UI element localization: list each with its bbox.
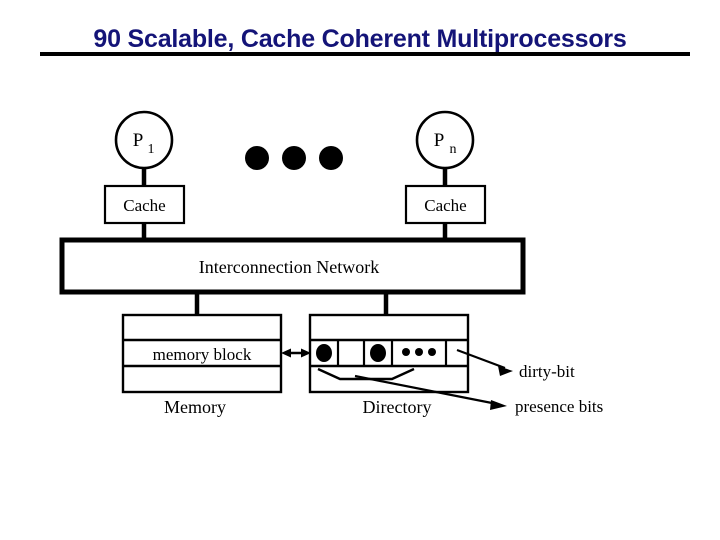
memory-box [121, 313, 283, 394]
network-label: Interconnection Network [199, 257, 379, 277]
ellipsis-dot [282, 146, 306, 170]
annotation-dirty-bit: dirty-bit [456, 348, 575, 381]
memory-directory-link-arrow [281, 348, 311, 358]
network-box [59, 237, 526, 295]
memory-node: memory block Memory [121, 313, 283, 417]
presence-bit-dot-filled [316, 344, 332, 362]
dirty-bit-arrow-head [498, 366, 513, 376]
title-block: 90 Scalable, Cache Coherent Multiprocess… [0, 24, 720, 54]
directory-bit-cells [316, 340, 448, 366]
annotation-presence-bits: presence bits [354, 374, 603, 416]
cache-node-pn: Cache [404, 184, 487, 242]
link-arrow-head-left [281, 348, 291, 358]
directory-box [308, 313, 470, 394]
directory-ellipsis-dot [428, 348, 436, 356]
interconnection-network-bar: Interconnection Network [59, 237, 526, 295]
title-underline-rule [40, 52, 690, 56]
processor-circle-p1 [114, 110, 174, 170]
presence-bits-leader-line [354, 374, 498, 406]
processor-subscript-pn: n [450, 142, 457, 157]
ellipsis-dot [245, 146, 269, 170]
processor-subscript-p1: 1 [148, 142, 155, 157]
cache-box-pn [404, 184, 487, 225]
directory-caption: Directory [363, 397, 432, 417]
dirty-bit-label: dirty-bit [519, 362, 575, 381]
processor-label-pn: P [434, 130, 445, 151]
directory-ellipsis-dot [402, 348, 410, 356]
directory-node: Directory [308, 313, 470, 417]
dirty-bit-leader-line [456, 348, 506, 370]
processor-label-p1: P [133, 130, 144, 151]
cache-label-p1: Cache [123, 196, 165, 215]
memory-caption: Memory [164, 397, 226, 417]
presence-bits-arrow-head [490, 400, 507, 410]
link-arrow-head-right [301, 348, 311, 358]
processor-ellipsis-dots [245, 146, 343, 170]
processor-node-pn: P n [415, 110, 475, 186]
page-title: 90 Scalable, Cache Coherent Multiprocess… [93, 25, 627, 53]
cache-node-p1: Cache [103, 184, 186, 242]
presence-bit-dot-filled [370, 344, 386, 362]
cache-label-pn: Cache [424, 196, 466, 215]
memory-block-label: memory block [153, 345, 252, 364]
ellipsis-dot [319, 146, 343, 170]
presence-bits-label: presence bits [515, 397, 603, 416]
processor-node-p1: P 1 [114, 110, 174, 186]
directory-ellipsis-dot [415, 348, 423, 356]
processor-circle-pn [415, 110, 475, 170]
